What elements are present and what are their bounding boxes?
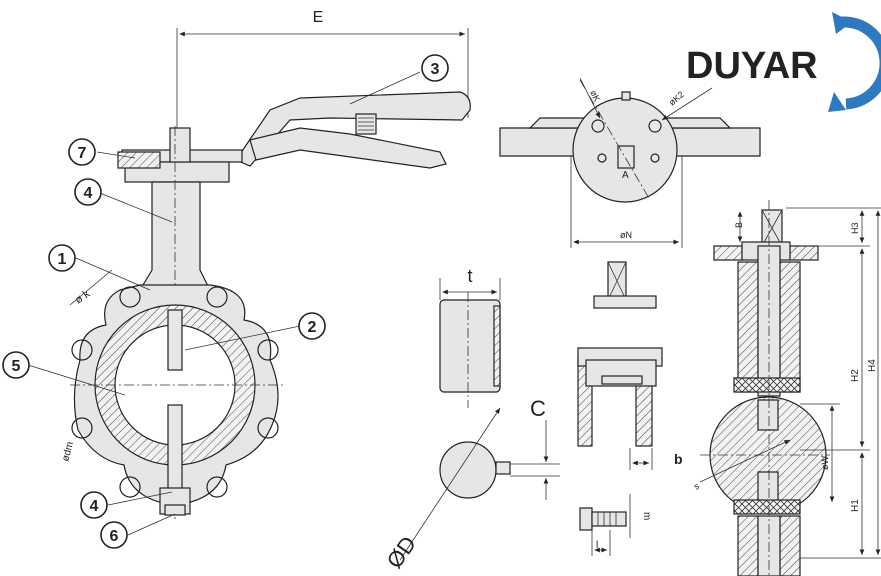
front-view: E [2,9,471,549]
balloon-4-bottom: 4 [80,491,108,519]
svg-text:1: 1 [58,251,67,268]
bolt-view: l m [579,494,652,556]
dim-m: m [641,512,652,520]
balloon-6: 6 [100,521,128,549]
dim-k: ø k [73,288,93,307]
svg-text:3: 3 [431,61,440,78]
handle-grip [249,127,447,169]
svg-text:4: 4 [90,498,99,515]
dim-H4: H4 [867,359,878,372]
brand-arc-icon [841,16,881,110]
dim-s: s [692,481,701,492]
dim-K2: øK2 [667,89,686,107]
dim-B: B [734,222,744,228]
brand-arrow-bottom-icon [828,92,846,112]
dim-E: E [313,9,324,26]
shaft-end-view: b [577,261,683,470]
brand-logo: DUYAR [686,12,881,112]
dim-H1: H1 [850,499,861,512]
dim-dm: ødm [60,441,76,463]
dim-K1: øK [588,89,602,104]
top-flange-view: øK øK2 A øN [499,77,761,248]
shaft-section-view: ØD C [382,396,560,573]
dim-b: b [674,451,683,467]
brand-name: DUYAR [686,45,818,87]
balloon-4-top: 4 [74,178,102,206]
dim-l: l [596,540,598,551]
balloon-2: 2 [298,312,326,340]
svg-text:5: 5 [12,358,21,375]
dim-A: A [622,170,629,181]
dim-H2: H2 [850,369,861,382]
dim-N: øN [620,230,632,240]
brand-arrow-top-icon [832,12,852,34]
disc-thickness-view: t [439,266,501,408]
svg-text:4: 4 [84,185,93,202]
balloon-1: 1 [48,244,76,272]
balloon-3: 3 [421,54,449,82]
balloon-7: 7 [68,138,96,166]
lug-holes [71,286,279,498]
dim-W: øW [820,456,830,470]
dim-H3: H3 [850,222,860,234]
handle-lever [235,91,471,167]
side-section-view: s B H3 H2 H1 H4 øW [692,200,881,576]
dim-t: t [467,266,472,286]
svg-text:7: 7 [78,145,87,162]
dim-C: C [530,396,546,421]
svg-text:2: 2 [308,319,317,336]
balloon-5: 5 [2,351,30,379]
svg-text:6: 6 [110,528,119,545]
